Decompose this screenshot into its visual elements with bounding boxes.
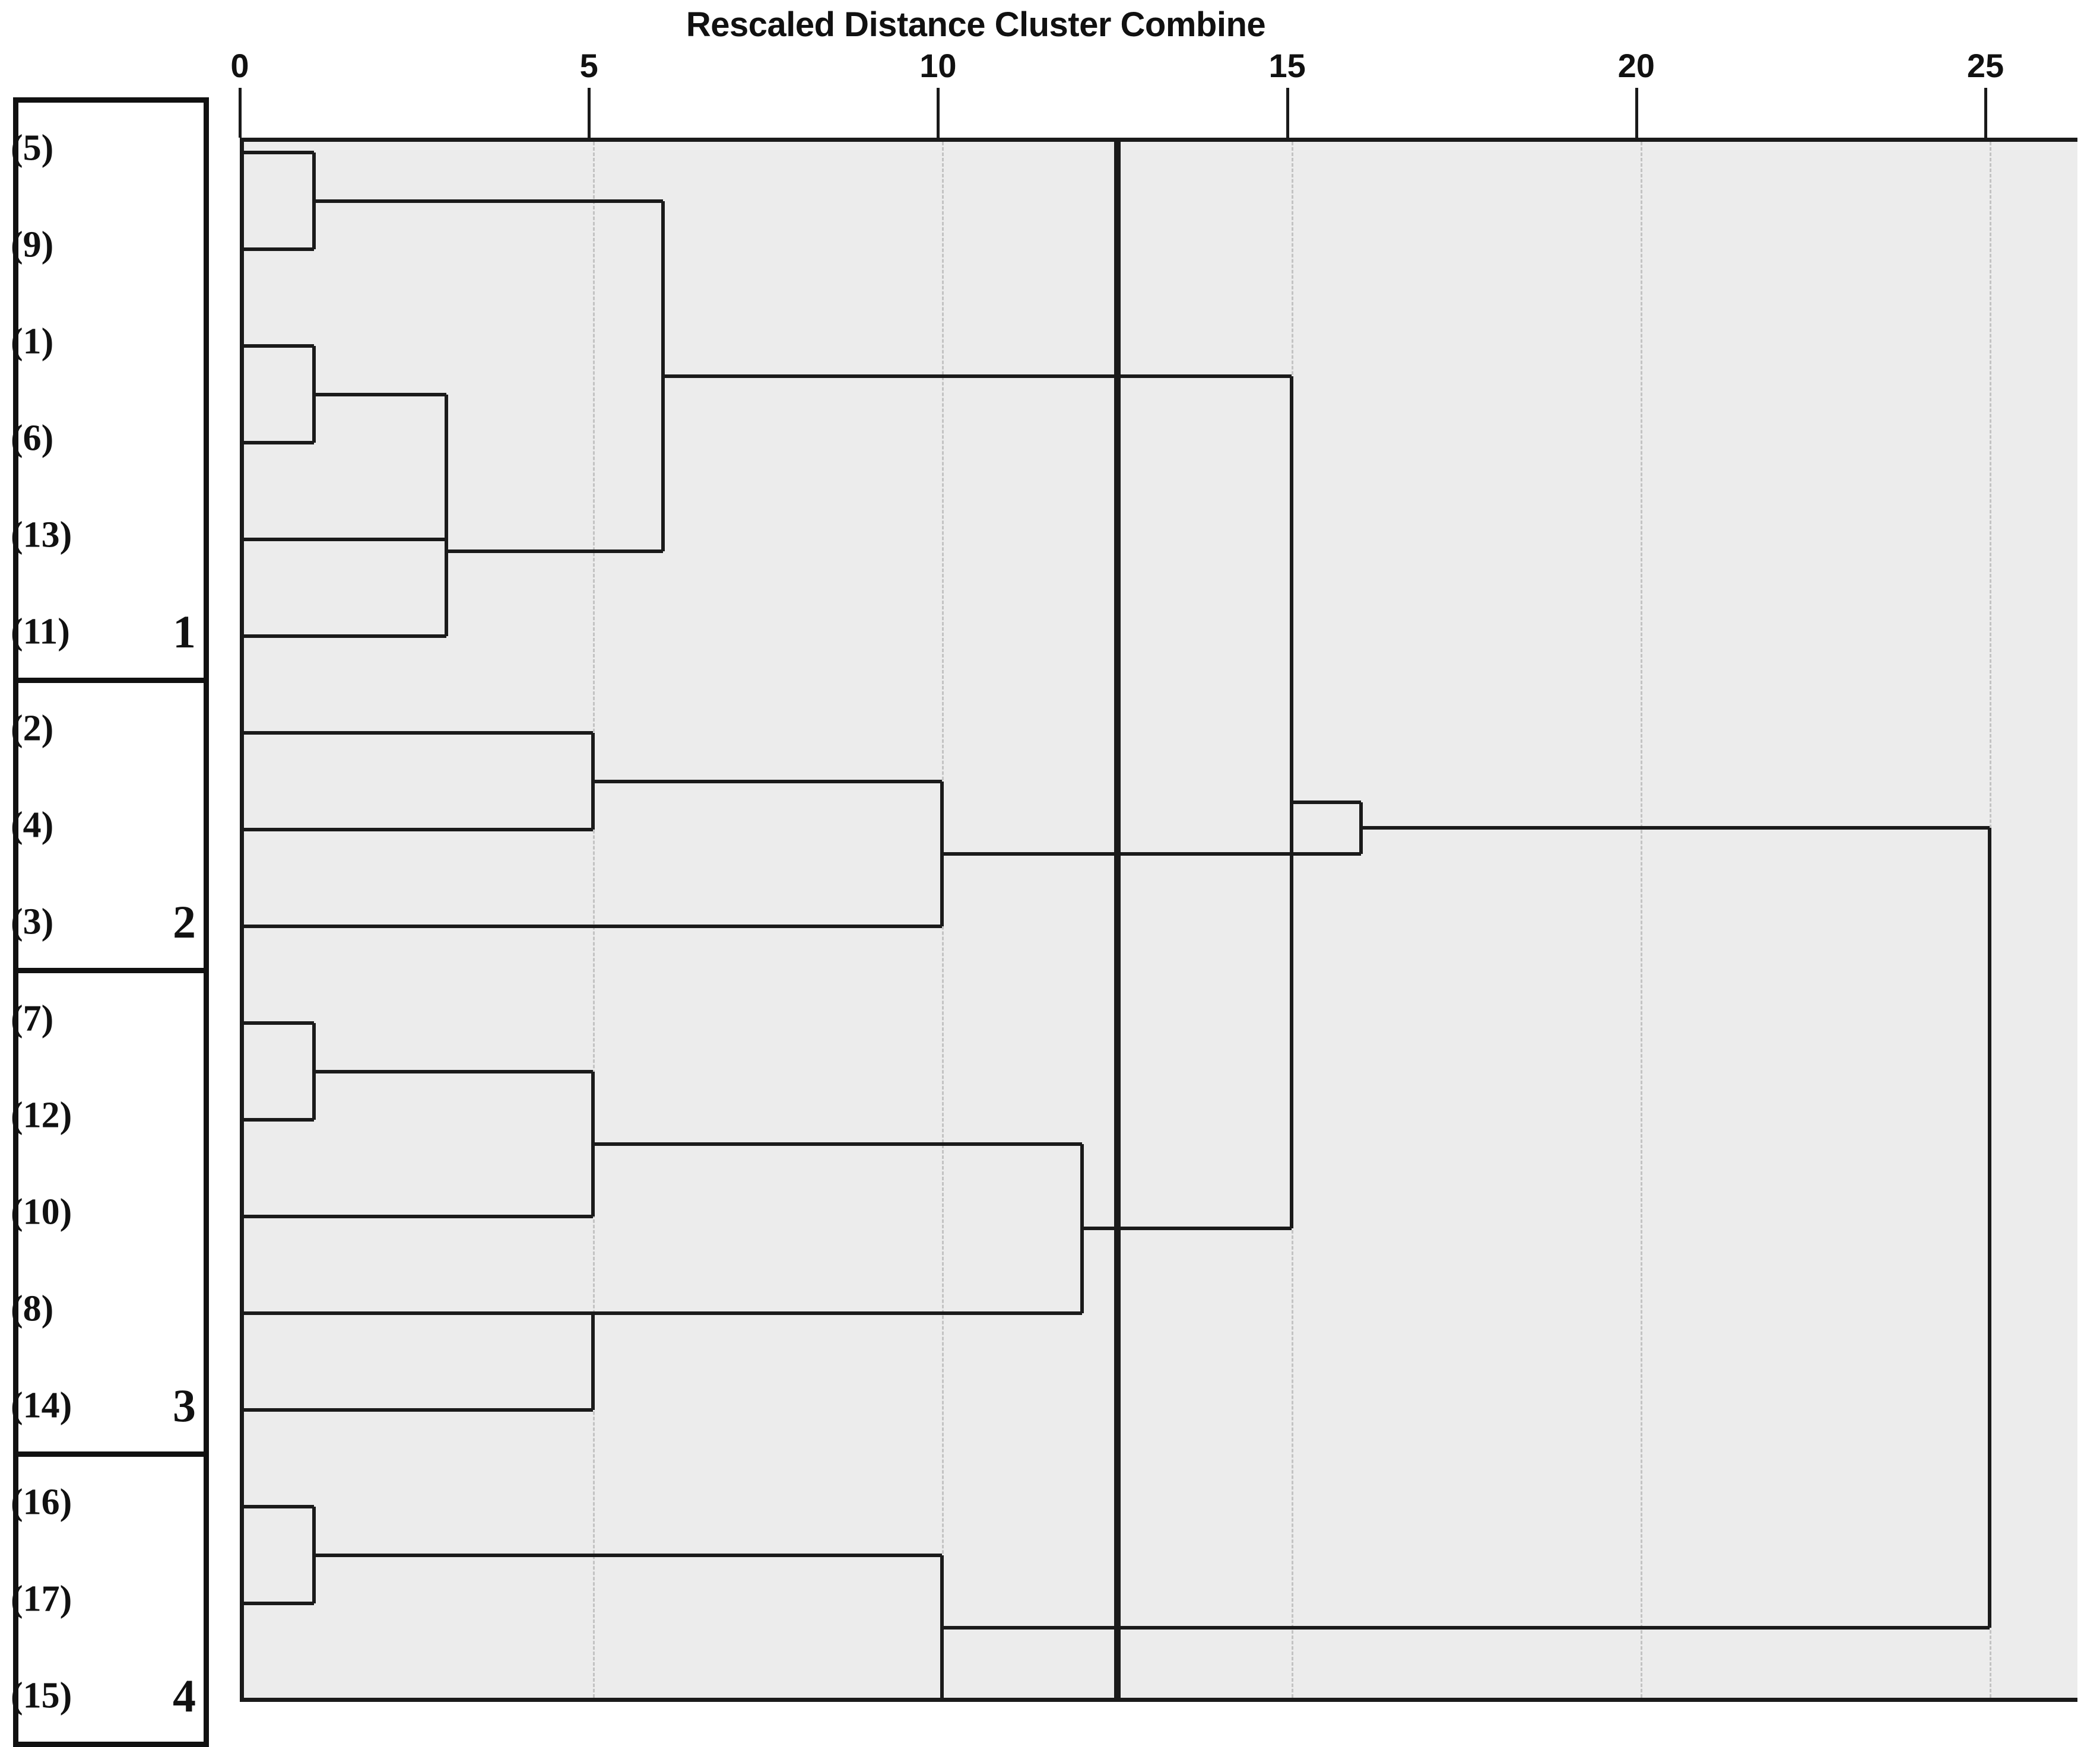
x-axis-tick-label-0: 0 — [230, 47, 249, 84]
link-arm — [313, 1069, 594, 1073]
x-axis-tick-mark-10 — [937, 88, 940, 138]
link-arm — [942, 852, 1362, 856]
link-arm — [593, 779, 943, 783]
leaf-label-5: (5) — [11, 128, 54, 169]
x-axis-tick-mark-5 — [588, 88, 591, 138]
link-arm — [244, 1118, 314, 1122]
x-axis-tick-label-5: 5 — [579, 47, 598, 84]
link-arm — [942, 1625, 1990, 1630]
link-arm — [244, 1311, 1082, 1315]
leaf-label-8: (8) — [11, 1288, 54, 1329]
leaf-label-16: (16) — [11, 1482, 72, 1523]
leaf-label-2: (2) — [11, 708, 54, 749]
leaf-label-12: (12) — [11, 1095, 72, 1136]
leaf-label-7: (7) — [11, 998, 54, 1039]
leaf-label-13: (13) — [11, 514, 72, 555]
link-arm — [244, 731, 594, 735]
x-axis-tick-label-20: 20 — [1617, 47, 1655, 84]
link-arm — [593, 1142, 1082, 1146]
x-axis-tick-mark-25 — [1984, 88, 1987, 138]
leaf-label-10: (10) — [11, 1192, 72, 1233]
link-arm — [244, 1021, 314, 1025]
cluster-box-3 — [13, 968, 209, 1457]
cluster-number-2: 2 — [173, 896, 196, 948]
link-arm — [244, 538, 447, 541]
x-axis-tick-mark-15 — [1286, 88, 1289, 138]
leaf-label-15: (15) — [11, 1675, 72, 1716]
link-arm — [244, 1311, 594, 1315]
x-axis: 0 5 10 15 20 25 — [230, 47, 2004, 138]
link-arm — [244, 1602, 314, 1605]
x-axis-tick-label-25: 25 — [1966, 47, 2004, 84]
leaf-label-1: (1) — [11, 321, 54, 362]
leaf-label-6: (6) — [11, 418, 54, 459]
gridline-5 — [593, 142, 597, 1698]
cluster-number-3: 3 — [173, 1380, 196, 1431]
link-arm — [313, 392, 447, 396]
link-arm — [244, 344, 314, 348]
link-arm — [1361, 826, 1990, 830]
x-axis-tick-label-10: 10 — [919, 47, 957, 84]
link-arm — [244, 1408, 594, 1412]
cluster-box-1 — [13, 97, 209, 683]
dendrogram-figure: Rescaled Distance Cluster Combine 0 5 10 15… — [0, 5, 2100, 1747]
link-arm — [244, 247, 314, 251]
chart-title-text: Rescaled Distance Cluster Combine — [686, 5, 1266, 44]
link-arm — [244, 1698, 943, 1702]
link-arm — [244, 634, 447, 638]
link-arm — [244, 441, 314, 444]
leaf-label-4: (4) — [11, 805, 54, 846]
link-arm — [313, 199, 663, 203]
leaf-label-17: (17) — [11, 1578, 72, 1619]
link-arm — [313, 1553, 943, 1557]
link-arm — [1081, 1227, 1292, 1231]
x-axis-tick-mark-20 — [1635, 88, 1638, 138]
cluster-box-2 — [13, 678, 209, 973]
link-arm — [446, 549, 663, 554]
link-arm — [244, 151, 314, 154]
gridline-20 — [1640, 142, 1644, 1698]
cluster-number-4: 4 — [173, 1670, 196, 1721]
leaf-label-11: (11) — [11, 611, 70, 652]
link-arm — [662, 374, 1292, 378]
leaf-label-9: (9) — [11, 224, 54, 265]
x-axis-tick-mark-0 — [239, 88, 242, 138]
cluster-cut-line — [1114, 142, 1121, 1698]
link-connector — [591, 1313, 595, 1410]
plot-area — [240, 138, 2077, 1702]
link-arm — [244, 1215, 594, 1218]
link-connector — [1988, 828, 1991, 1628]
link-arm — [1291, 801, 1362, 805]
cluster-number-1: 1 — [173, 606, 196, 657]
dendrogram-links — [244, 142, 2077, 1702]
link-arm — [244, 828, 594, 831]
chart-title: Rescaled Distance Cluster Combine — [0, 5, 2100, 45]
x-axis-tick-label-15: 15 — [1268, 47, 1306, 84]
link-arm — [244, 1505, 314, 1508]
link-arm — [244, 925, 943, 928]
leaf-label-3: (3) — [11, 901, 54, 942]
leaf-label-14: (14) — [11, 1385, 72, 1426]
